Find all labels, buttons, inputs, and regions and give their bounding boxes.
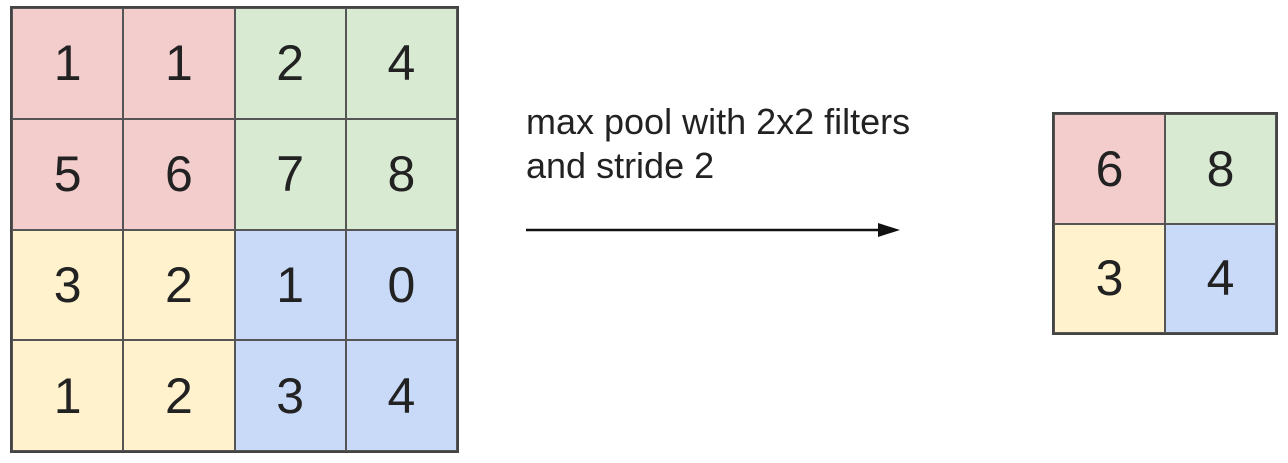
input-cell-r4-c2: 2 [123, 340, 235, 451]
input-cell-r3-c3: 1 [234, 229, 346, 341]
input-cell-r1-c3: 2 [234, 8, 346, 119]
output-cell-r2-c1: 3 [1054, 223, 1165, 333]
input-cell-r3-c2: 2 [123, 229, 235, 341]
input-cell-r1-c2: 1 [123, 8, 235, 119]
input-cell-r2-c2: 6 [123, 118, 235, 230]
caption-line-2: and stride 2 [526, 145, 715, 186]
caption: max pool with 2x2 filters and stride 2 [526, 100, 910, 188]
input-cell-r2-c3: 7 [234, 118, 346, 230]
output-cell-r1-c1: 6 [1054, 114, 1165, 224]
input-cell-r2-c1: 5 [12, 118, 124, 230]
input-cell-r3-c1: 3 [12, 229, 124, 341]
input-cell-r4-c3: 3 [234, 340, 346, 451]
input-cell-r2-c4: 8 [345, 118, 457, 230]
input-cell-r1-c1: 1 [12, 8, 124, 119]
right-arrow-icon [526, 223, 900, 237]
output-cell-r1-c2: 8 [1165, 114, 1276, 224]
input-cell-r1-c4: 4 [345, 8, 457, 119]
input-cell-r4-c1: 1 [12, 340, 124, 451]
output-cell-r2-c2: 4 [1165, 223, 1276, 333]
caption-line-1: max pool with 2x2 filters [526, 101, 911, 142]
input-cell-r3-c4: 0 [345, 229, 457, 341]
input-cell-r4-c4: 4 [345, 340, 457, 451]
